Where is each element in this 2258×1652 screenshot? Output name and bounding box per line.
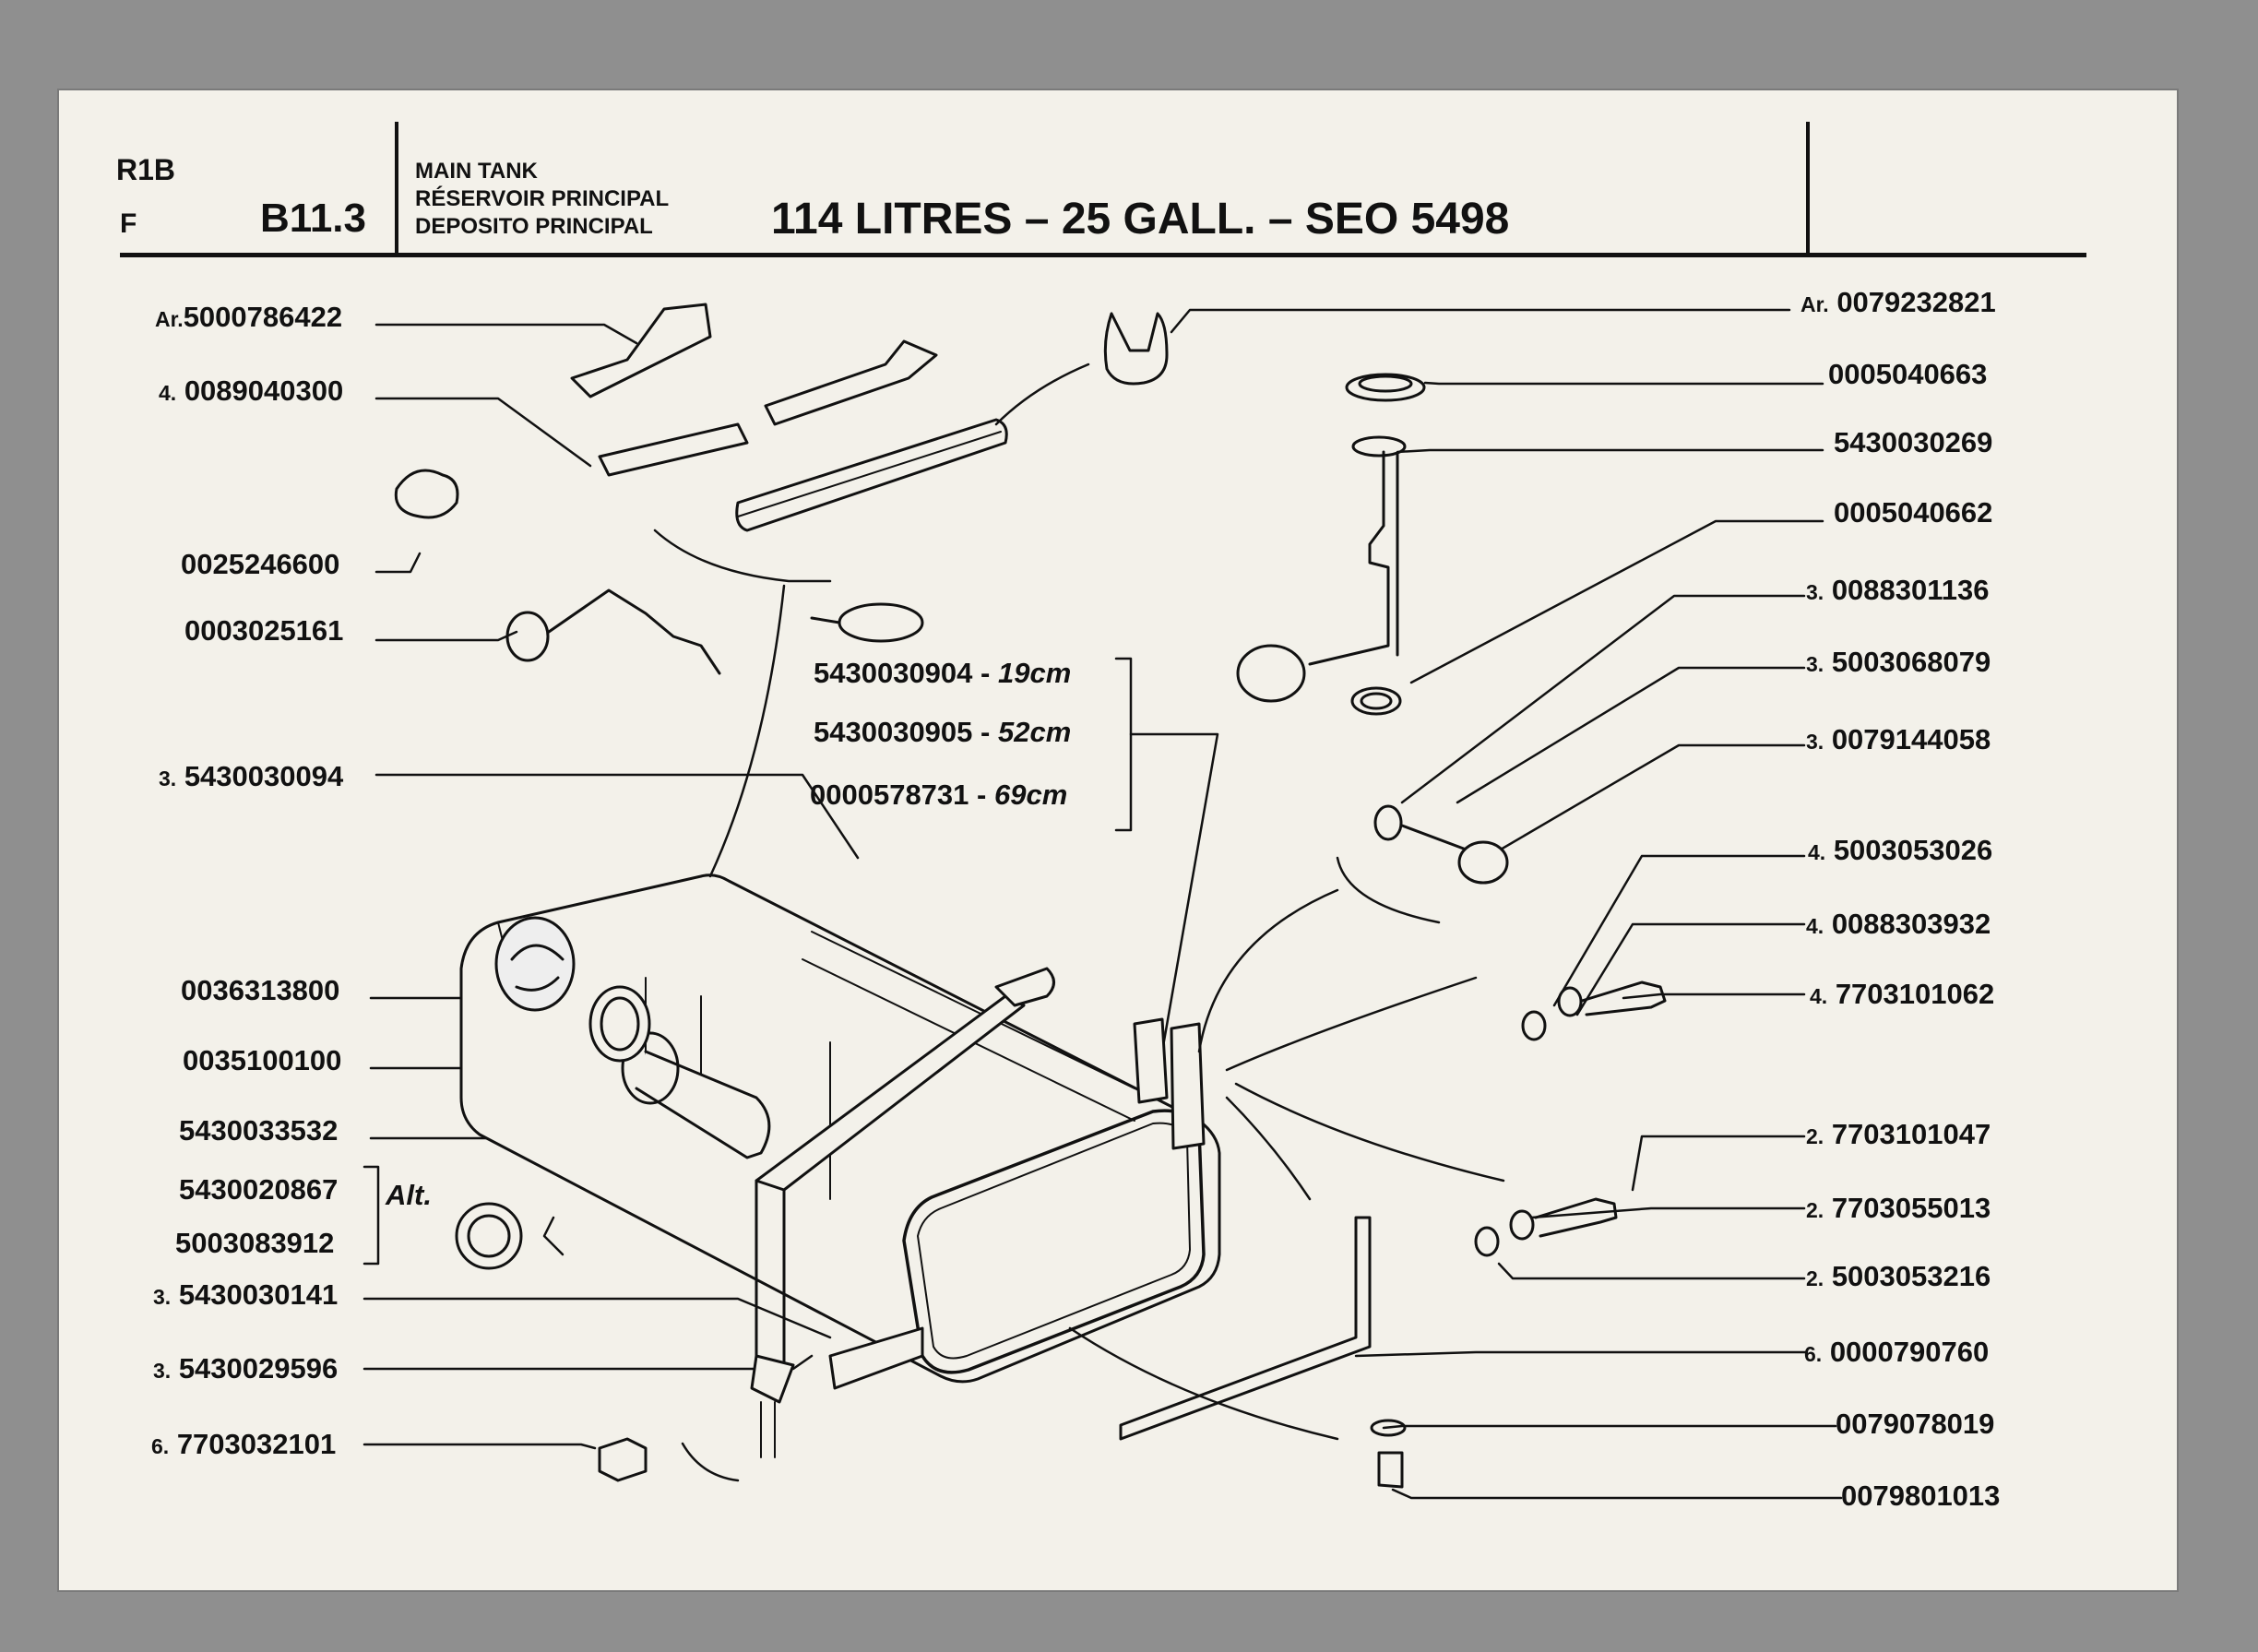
part-5000786422: Ar.5000786422 (155, 301, 343, 333)
hose-length-bracket (1114, 657, 1219, 1053)
title-it: DEPOSITO PRINCIPAL (415, 214, 653, 239)
part-5430030269: 5430030269 (1834, 426, 1993, 458)
part-0089040300: 4. 0089040300 (159, 374, 344, 407)
part-5003083912: 5003083912 (175, 1227, 335, 1259)
model-code: R1B (116, 153, 176, 186)
part-7703055013: 2. 7703055013 (1806, 1192, 1991, 1224)
part-5430033532: 5430033532 (179, 1114, 339, 1147)
leader-lines-right (1170, 308, 1843, 1500)
part-0079144058: 3. 0079144058 (1806, 723, 1991, 755)
part-5430030141: 3. 5430030141 (153, 1278, 339, 1311)
header-divider-right (1806, 122, 1810, 256)
hose-5430030904: 5430030904 - 19cm (814, 657, 1072, 689)
part-0088301136: 3. 0088301136 (1806, 574, 1990, 606)
market-code: F (120, 208, 137, 239)
alt-label: Alt. (386, 1179, 432, 1211)
part-5430030094: 3. 5430030094 (159, 760, 344, 792)
tank-straps (750, 967, 1206, 1458)
part-7703101062: 4. 7703101062 (1810, 978, 1995, 1010)
part-0005040662: 0005040662 (1834, 496, 1993, 529)
part-5430020867: 5430020867 (179, 1173, 339, 1206)
hose-5430030905: 5430030905 - 52cm (814, 716, 1072, 748)
part-5003053026: 4. 5003053026 (1808, 834, 1993, 866)
small-parts (394, 312, 1667, 1489)
title-fr: RÉSERVOIR PRINCIPAL (415, 186, 670, 211)
part-0079078019: 0079078019 (1836, 1408, 1995, 1440)
rubber-strip (570, 303, 1008, 532)
part-7703032101: 6. 7703032101 (151, 1428, 337, 1460)
part-5003068079: 3. 5003068079 (1806, 646, 1991, 678)
header-divider-left (395, 122, 398, 256)
part-0025246600: 0025246600 (181, 548, 340, 580)
header-rule-bottom (120, 253, 2086, 257)
part-0079801013: 0079801013 (1841, 1480, 2001, 1512)
part-5003053216: 2. 5003053216 (1806, 1260, 1991, 1292)
hose-0000578731: 0000578731 - 69cm (810, 778, 1068, 811)
part-0079232821: Ar. 0079232821 (1800, 286, 1996, 318)
part-5430029596: 3. 5430029596 (153, 1352, 339, 1385)
part-7703101047: 2. 7703101047 (1806, 1118, 1991, 1150)
part-0036313800: 0036313800 (181, 974, 340, 1006)
part-0000790760: 6. 0000790760 (1804, 1336, 1990, 1368)
section-code: B11.3 (260, 196, 366, 241)
connector-curves (542, 362, 1505, 1482)
spec-title: 114 LITRES – 25 GALL. – SEO 5498 (771, 195, 1510, 244)
part-0003025161: 0003025161 (184, 614, 344, 647)
title-en: MAIN TANK (415, 159, 538, 184)
part-0088303932: 4. 0088303932 (1806, 908, 1991, 940)
part-0005040663: 0005040663 (1828, 358, 1988, 390)
alt-bracket (362, 1165, 380, 1266)
part-0035100100: 0035100100 (183, 1044, 342, 1076)
